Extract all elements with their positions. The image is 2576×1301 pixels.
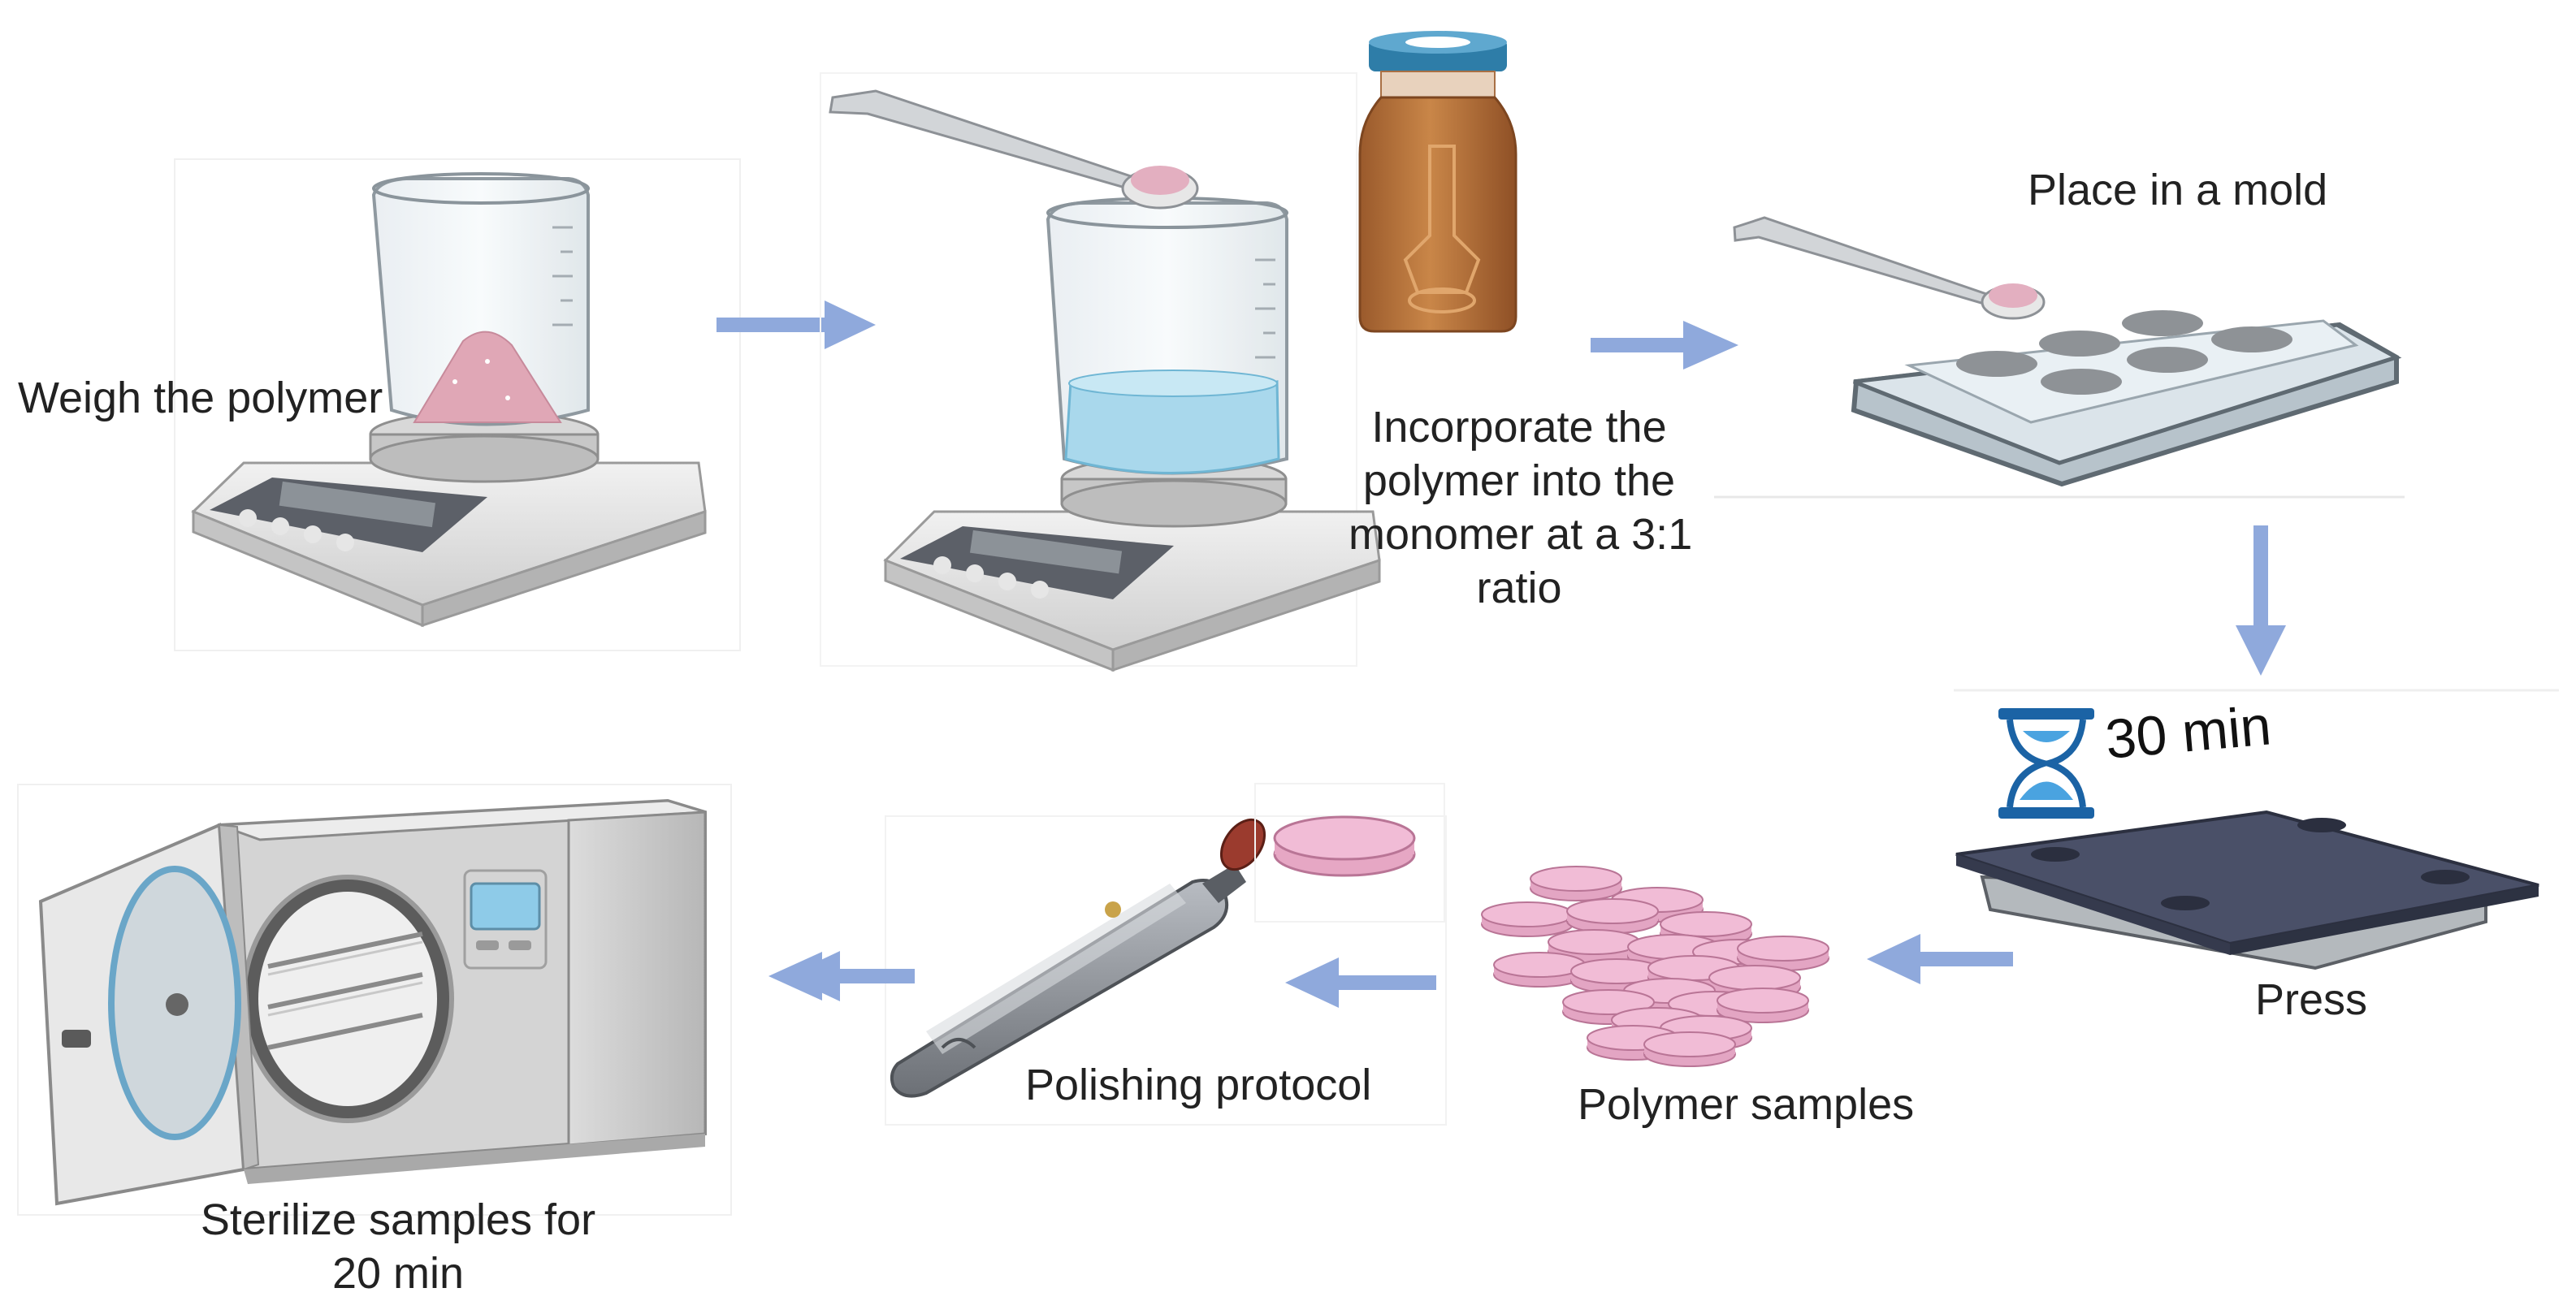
polymer-samples-icon	[1481, 866, 1829, 1067]
label-incorporate-line-2: polymer into the	[1362, 456, 1676, 505]
mold-tray-icon	[1714, 310, 2405, 499]
balance-with-polymer-icon	[174, 158, 741, 651]
flow-arrow-5	[1285, 957, 1436, 1008]
label-press: Press	[2255, 975, 2368, 1024]
polishing-tool-icon	[885, 815, 1447, 1126]
label-polishing-protocol: Polishing protocol	[1025, 1061, 1372, 1109]
sample-disc	[1481, 901, 1574, 937]
sample-disc	[1566, 898, 1659, 934]
sample-disc	[1493, 952, 1586, 988]
flow-arrow-4	[1867, 934, 2013, 984]
balance-with-monomer-icon	[820, 72, 1381, 672]
label-sterilize-line-2: 20 min	[331, 1248, 465, 1298]
label-incorporate: Incorporate the polymer into the monomer…	[1349, 401, 1693, 616]
label-timer: 30 min	[2102, 694, 2274, 771]
label-weigh-polymer: Weigh the polymer	[18, 374, 383, 422]
sample-disc	[1708, 965, 1801, 1001]
flow-arrow-to-sterilization	[768, 952, 913, 1001]
label-incorporate-line-1: Incorporate the	[1371, 403, 1667, 452]
label-sterilize: Sterilize samples for 20 min	[187, 1194, 609, 1301]
polished-disc-icon	[1254, 783, 1445, 923]
sample-disc	[1530, 866, 1622, 901]
flow-arrow-1	[717, 300, 876, 349]
label-polymer-samples: Polymer samples	[1578, 1080, 1915, 1129]
sample-disc	[1717, 988, 1809, 1023]
spatula-icon	[1733, 216, 2046, 320]
amber-vial-icon	[1358, 31, 1517, 333]
flow-arrow-2	[1591, 321, 1738, 370]
flow-arrow-3	[2236, 525, 2286, 676]
sample-disc	[1737, 936, 1829, 971]
spatula-icon	[829, 89, 1199, 210]
hourglass-icon	[1998, 708, 2094, 819]
label-place-in-mold: Place in a mold	[2028, 166, 2328, 214]
press-icon	[1954, 689, 2559, 970]
sterilizer-icon	[17, 784, 732, 1216]
sample-disc	[1643, 1031, 1736, 1067]
label-incorporate-line-4: ratio	[1476, 563, 1562, 612]
label-sterilize-line-1: Sterilize samples for	[200, 1195, 596, 1244]
label-incorporate-line-3: monomer at a 3:1	[1349, 509, 1693, 559]
